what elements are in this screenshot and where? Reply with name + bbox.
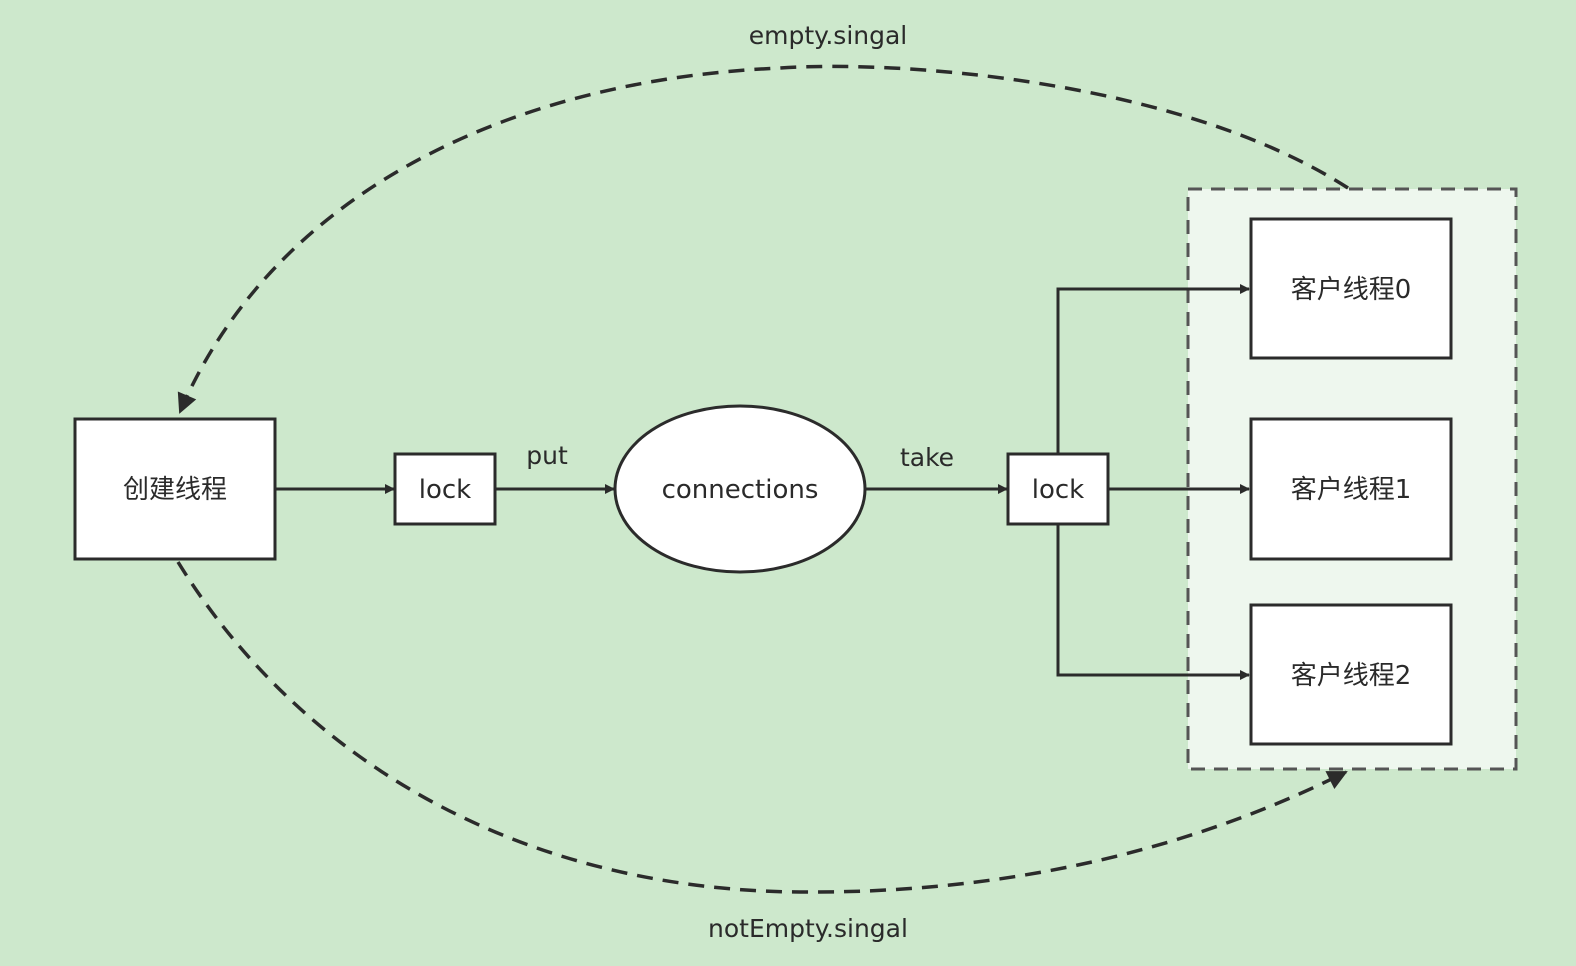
take-lock-label: lock — [1032, 475, 1084, 505]
take-lock-box — [1006, 452, 1110, 526]
put-label: put — [526, 441, 568, 470]
put-lock-box — [393, 452, 497, 526]
empty-signal-label: empty.singal — [749, 21, 908, 50]
creator-thread-box — [73, 417, 277, 561]
client-thread-0-label: 客户线程0 — [1291, 275, 1412, 305]
put-lock-label: lock — [419, 475, 471, 505]
lock-to-client0-arrow — [1056, 284, 1250, 454]
creator-thread-label: 创建线程 — [123, 475, 227, 505]
connections-ellipse — [613, 404, 867, 574]
client-thread-2-box — [1249, 603, 1453, 746]
not-empty-signal-arrow — [176, 561, 1348, 894]
empty-signal-arrow — [177, 64, 1349, 414]
client-thread-1-label: 客户线程1 — [1291, 475, 1412, 505]
client-thread-2-label: 客户线程2 — [1291, 661, 1412, 691]
lock-to-client2-arrow — [1056, 524, 1250, 680]
client-thread-1-box — [1249, 417, 1453, 561]
connections-label: connections — [662, 475, 819, 505]
take-label: take — [900, 443, 954, 472]
client-thread-0-box — [1249, 217, 1453, 360]
not-empty-signal-label: notEmpty.singal — [708, 914, 908, 943]
